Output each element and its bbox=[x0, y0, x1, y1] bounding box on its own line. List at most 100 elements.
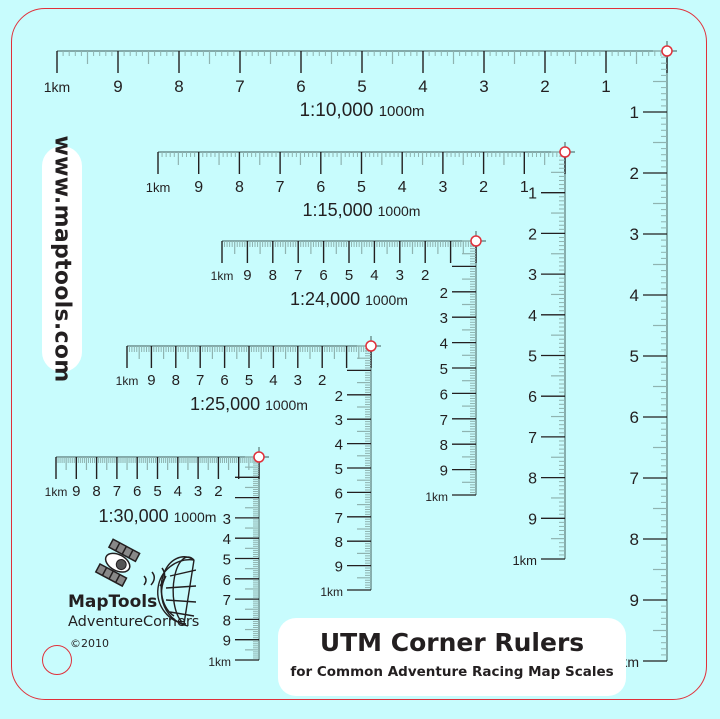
v-tick-label: 3 bbox=[335, 412, 343, 429]
lanyard-hole bbox=[42, 645, 72, 675]
h-tick-label: 2 bbox=[540, 77, 549, 96]
h-tick-label: 6 bbox=[319, 267, 327, 284]
h-tick-label: 8 bbox=[174, 77, 183, 96]
h-tick-label: 1 bbox=[601, 77, 610, 96]
v-tick-label: 1km bbox=[512, 553, 537, 568]
v-tick-label: 7 bbox=[440, 412, 448, 429]
title-pill: UTM Corner Rulers for Common Adventure R… bbox=[278, 618, 626, 696]
h-tick-label: 4 bbox=[398, 179, 407, 196]
corner-marker bbox=[365, 340, 377, 352]
v-tick-label: 6 bbox=[335, 485, 343, 502]
brand-subtitle: AdventureCorners bbox=[68, 614, 200, 630]
v-tick-label: 4 bbox=[335, 437, 343, 454]
h-tick-label: 2 bbox=[214, 483, 222, 500]
h-tick-label: 8 bbox=[92, 483, 100, 500]
v-tick-label: 7 bbox=[223, 592, 231, 609]
h-tick-label: 2 bbox=[479, 179, 488, 196]
h-tick-label: 7 bbox=[196, 372, 204, 389]
v-tick-label: 1km bbox=[425, 490, 448, 504]
h-tick-label: 2 bbox=[421, 267, 429, 284]
h-tick-label: 1km bbox=[116, 374, 139, 388]
h-tick-label: 9 bbox=[194, 179, 203, 196]
v-tick-label: 9 bbox=[528, 511, 537, 528]
v-tick-label: 9 bbox=[335, 559, 343, 576]
v-tick-label: 8 bbox=[223, 612, 231, 629]
h-tick-label: 7 bbox=[235, 77, 244, 96]
v-tick-label: 7 bbox=[528, 430, 537, 447]
scale-label: 1:10,000 1000m bbox=[299, 100, 424, 121]
h-tick-label: 7 bbox=[113, 483, 121, 500]
satellite-icon bbox=[94, 538, 141, 588]
scale-label: 1:15,000 1000m bbox=[303, 200, 421, 220]
v-tick-label: 4 bbox=[528, 308, 537, 325]
v-tick-label: 3 bbox=[223, 511, 231, 528]
h-tick-label: 4 bbox=[269, 372, 277, 389]
v-tick-label: 7 bbox=[335, 510, 343, 527]
h-tick-label: 2 bbox=[318, 372, 326, 389]
h-tick-label: 3 bbox=[479, 77, 488, 96]
v-tick-label: 4 bbox=[630, 286, 639, 305]
website-label[interactable]: www.maptools.com bbox=[49, 135, 75, 383]
v-tick-label: 6 bbox=[528, 389, 537, 406]
h-tick-label: 9 bbox=[147, 372, 155, 389]
h-tick-label: 6 bbox=[316, 179, 325, 196]
h-tick-label: 7 bbox=[294, 267, 302, 284]
copyright: ©2010 bbox=[70, 637, 109, 650]
v-tick-label: 1 bbox=[528, 186, 537, 203]
h-tick-label: 3 bbox=[396, 267, 404, 284]
signal-wave-icon bbox=[143, 575, 147, 586]
h-tick-label: 1km bbox=[44, 79, 70, 95]
v-tick-label: 1km bbox=[208, 655, 231, 669]
v-tick-label: 8 bbox=[335, 534, 343, 551]
v-tick-label: 2 bbox=[440, 285, 448, 302]
h-tick-label: 5 bbox=[357, 77, 366, 96]
v-tick-label: 7 bbox=[630, 469, 639, 488]
h-tick-label: 1km bbox=[45, 485, 68, 499]
corner-marker bbox=[661, 45, 673, 57]
v-tick-label: 6 bbox=[630, 408, 639, 427]
h-tick-label: 9 bbox=[113, 77, 122, 96]
h-tick-label: 8 bbox=[235, 179, 244, 196]
h-tick-label: 9 bbox=[72, 483, 80, 500]
h-tick-label: 7 bbox=[276, 179, 285, 196]
v-tick-label: 3 bbox=[440, 310, 448, 327]
corner-marker bbox=[559, 146, 571, 158]
h-tick-label: 1km bbox=[211, 269, 234, 283]
h-tick-label: 1km bbox=[146, 180, 171, 195]
h-tick-label: 8 bbox=[172, 372, 180, 389]
v-tick-label: 2 bbox=[630, 164, 639, 183]
v-tick-label: 5 bbox=[223, 552, 231, 569]
v-tick-label: 6 bbox=[223, 572, 231, 589]
website-pill bbox=[42, 146, 82, 372]
v-tick-label: 3 bbox=[528, 267, 537, 284]
h-tick-label: 4 bbox=[418, 77, 427, 96]
v-tick-label: 5 bbox=[630, 347, 639, 366]
scale-label: 1:24,000 1000m bbox=[290, 289, 408, 309]
v-tick-label: 5 bbox=[528, 349, 537, 366]
corner-marker bbox=[253, 451, 265, 463]
globe-icon bbox=[157, 556, 196, 627]
h-tick-label: 1 bbox=[520, 179, 529, 196]
h-tick-label: 4 bbox=[174, 483, 182, 500]
v-tick-label: 3 bbox=[630, 225, 639, 244]
v-tick-label: 9 bbox=[630, 591, 639, 610]
h-tick-label: 5 bbox=[153, 483, 161, 500]
v-tick-label: 9 bbox=[223, 633, 231, 650]
scale-label: 1:25,000 1000m bbox=[190, 394, 308, 414]
v-tick-label: 5 bbox=[440, 361, 448, 378]
v-tick-label: 6 bbox=[440, 386, 448, 403]
v-tick-label: 1km bbox=[320, 585, 343, 599]
v-tick-label: 4 bbox=[223, 531, 231, 548]
h-tick-label: 5 bbox=[357, 179, 366, 196]
v-tick-label: 2 bbox=[528, 226, 537, 243]
h-tick-label: 6 bbox=[133, 483, 141, 500]
h-tick-label: 3 bbox=[294, 372, 302, 389]
satellite-globe-icon bbox=[94, 538, 196, 627]
scale-label: 1:30,000 1000m bbox=[99, 506, 217, 526]
v-tick-label: 1 bbox=[630, 103, 639, 122]
v-tick-label: 2 bbox=[335, 388, 343, 405]
